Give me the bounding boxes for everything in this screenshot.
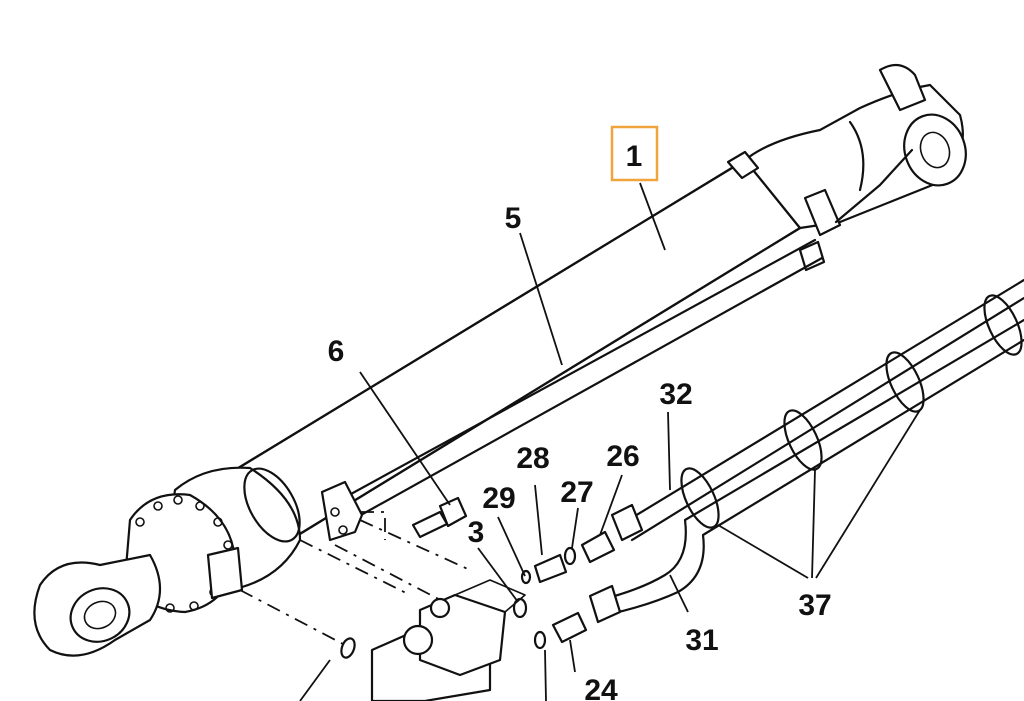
callout-32: 32	[659, 378, 692, 411]
callout-1: 1	[626, 140, 643, 173]
callout-26: 26	[606, 440, 639, 473]
callout-24: 24	[584, 674, 618, 701]
valve-block	[370, 579, 526, 701]
callout-labels: 1 5 6 32 28 26 29 27 3 37 31 24	[328, 140, 832, 701]
assembly-dash-lines	[239, 511, 471, 646]
leader-lines	[299, 182, 921, 701]
fittings	[340, 530, 616, 659]
callout-29: 29	[482, 482, 515, 515]
hydraulic-cylinder-barrel	[33, 63, 967, 657]
callout-5: 5	[505, 202, 522, 235]
pipe-clamps-37	[680, 294, 1023, 529]
callout-28: 28	[516, 442, 549, 475]
callout-6: 6	[328, 335, 345, 368]
highlight-box	[610, 125, 659, 182]
callout-31: 31	[685, 624, 718, 657]
callout-27: 27	[560, 476, 593, 509]
pipe-32	[610, 278, 1024, 542]
callout-37: 37	[798, 589, 831, 622]
callout-3: 3	[468, 516, 485, 549]
bolt-6	[411, 496, 468, 539]
